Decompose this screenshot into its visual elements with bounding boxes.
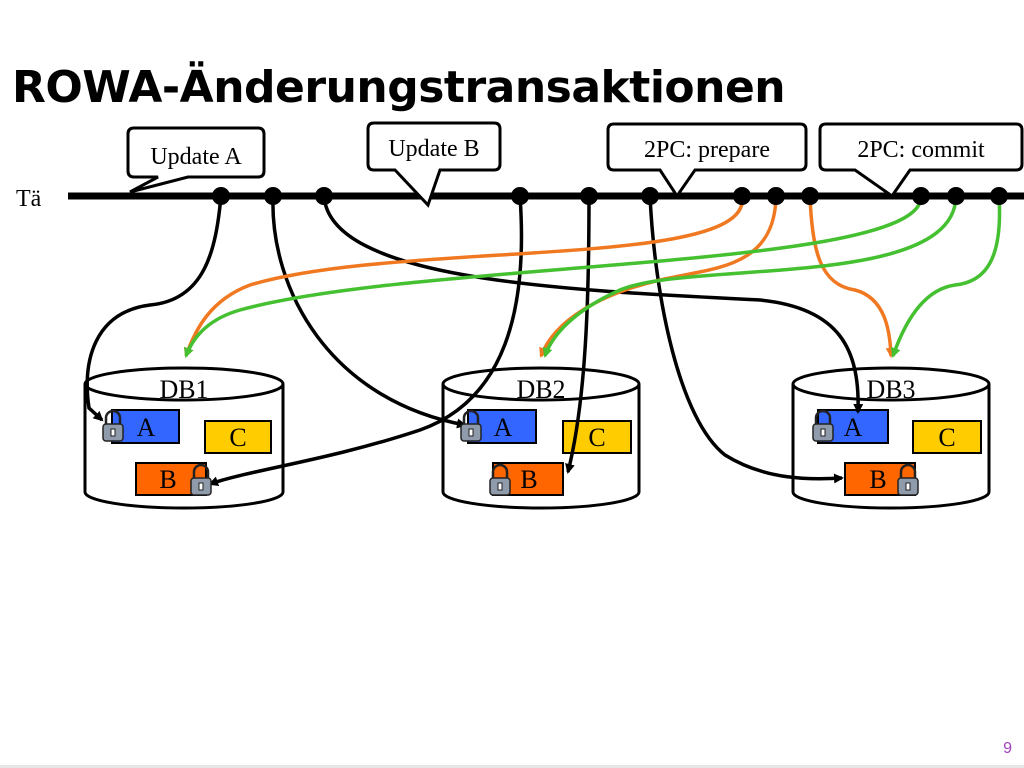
db3-item-c: C (912, 420, 982, 454)
database-db2-label: DB2 (516, 375, 565, 404)
svg-text:B: B (520, 465, 537, 494)
callout-update-a-text: Update A (150, 144, 242, 170)
timeline-events (212, 187, 1008, 205)
callout-update-b-text: Update B (388, 136, 479, 162)
callout-2pc-commit: 2PC: commit (818, 122, 1024, 199)
arrow-commit-to-db1 (184, 195, 923, 358)
svg-text:C: C (588, 423, 605, 452)
event-dot (511, 187, 529, 205)
arrow-commit-to-db3 (890, 195, 1002, 358)
arrow-update-a-to-db3 (322, 195, 864, 414)
arrow-update-a-to-db1 (85, 195, 223, 422)
database-db1-label: DB1 (159, 375, 208, 404)
svg-text:A: A (137, 413, 156, 442)
prepare-arrows (183, 195, 896, 358)
callout-2pc-prepare-text: 2PC: prepare (644, 137, 770, 163)
svg-text:C: C (229, 423, 246, 452)
svg-text:C: C (938, 423, 955, 452)
event-dot (264, 187, 282, 205)
callout-2pc-prepare: 2PC: prepare (606, 122, 808, 199)
commit-arrows (184, 195, 1002, 358)
db1-item-a: A (111, 409, 180, 444)
event-dot (801, 187, 819, 205)
timeline-label: Tä (16, 186, 42, 212)
arrow-update-b-to-db2 (565, 195, 591, 474)
arrow-commit-to-db2 (542, 195, 958, 358)
db1-item-c: C (204, 420, 272, 454)
arrow-update-b-to-db1 (208, 195, 524, 487)
callout-update-b: Update B (366, 121, 502, 208)
arrow-update-a-to-db2 (271, 195, 467, 429)
database-db3-label: DB3 (866, 375, 915, 404)
event-dot (641, 187, 659, 205)
callout-2pc-commit-text: 2PC: commit (857, 137, 985, 163)
event-dot (767, 187, 785, 205)
callout-update-a: Update A (126, 126, 266, 194)
svg-text:B: B (869, 465, 886, 494)
event-dot (947, 187, 965, 205)
event-dot (212, 187, 230, 205)
svg-text:A: A (494, 413, 513, 442)
event-dot (315, 187, 333, 205)
event-dot (733, 187, 751, 205)
database-db1: DB1 (83, 366, 285, 510)
svg-text:A: A (844, 413, 863, 442)
event-dot (580, 187, 598, 205)
arrow-prepare-to-db1 (183, 195, 744, 358)
page-number: 9 (1003, 740, 1012, 757)
svg-text:B: B (159, 465, 176, 494)
arrow-prepare-to-db3 (808, 195, 896, 358)
footer-divider (0, 765, 1024, 768)
event-dot (990, 187, 1008, 205)
event-dot (912, 187, 930, 205)
slide-title: ROWA-Änderungstransaktionen (12, 62, 786, 113)
